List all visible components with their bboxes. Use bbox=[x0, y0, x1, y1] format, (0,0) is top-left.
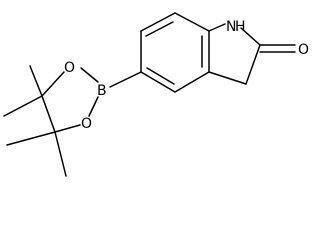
bond-c-b bbox=[109, 71, 142, 88]
bond bbox=[208, 23, 226, 32]
bond-o-c bbox=[41, 71, 65, 97]
atom-label-n: N bbox=[226, 19, 236, 35]
atom-label-o-top: O bbox=[64, 60, 75, 76]
bond bbox=[140, 71, 176, 93]
methyl-bond bbox=[6, 131, 56, 146]
lactam-ring bbox=[208, 23, 296, 85]
bond bbox=[208, 71, 247, 85]
methyl-bond bbox=[3, 95, 43, 117]
atom-label-h: H bbox=[235, 19, 246, 35]
bond bbox=[174, 12, 210, 32]
bond bbox=[140, 12, 176, 32]
bond bbox=[245, 44, 261, 85]
bond-double bbox=[146, 67, 175, 85]
benzene-ring bbox=[140, 12, 210, 93]
structure-diagram: N H O B O O bbox=[3, 12, 309, 177]
bond-c-c bbox=[41, 95, 56, 133]
bond-b-o bbox=[80, 67, 99, 83]
atom-label-o-bottom: O bbox=[81, 116, 92, 132]
bond bbox=[174, 71, 210, 93]
bond-o-c bbox=[54, 124, 81, 133]
bond-b-o bbox=[88, 96, 99, 117]
atom-label-b: B bbox=[97, 83, 107, 99]
bond bbox=[240, 27, 261, 46]
pinacol-boronate bbox=[3, 65, 99, 177]
bond-double bbox=[145, 21, 174, 37]
methyl-bond bbox=[54, 131, 67, 177]
methyl-bond bbox=[29, 65, 43, 97]
atom-label-o-carbonyl: O bbox=[298, 42, 309, 58]
